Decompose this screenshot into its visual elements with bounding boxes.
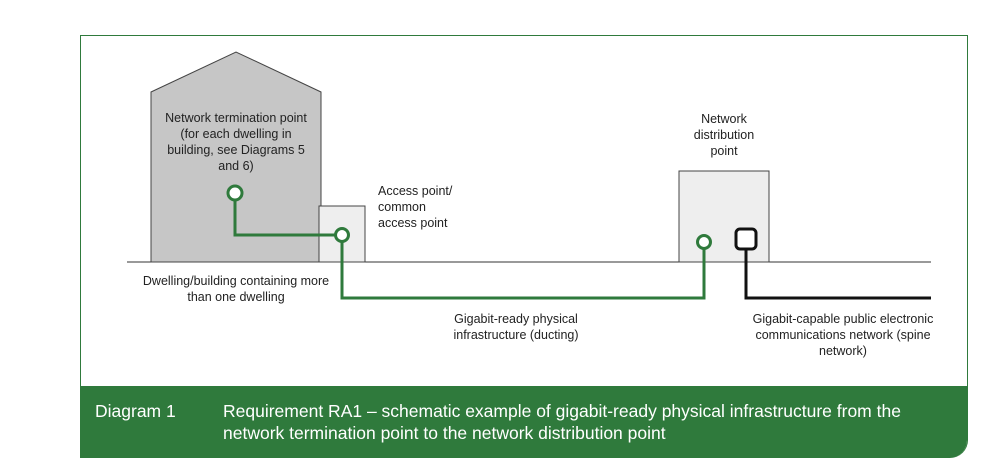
spine-network-line <box>744 249 931 300</box>
infrastructure-label: Gigabit-ready physical infrastructure (d… <box>453 312 579 342</box>
ndp-ducting-node <box>696 234 712 250</box>
access-point-label: Access point/ common access point <box>378 184 453 230</box>
spine-connection-node <box>734 227 758 251</box>
ndp-label: Network distribution point <box>693 112 755 158</box>
caption-text: Requirement RA1 – schematic example of g… <box>223 401 901 443</box>
ducting-route-internal <box>233 200 337 237</box>
ducting-route-external <box>340 240 706 300</box>
ntp-label: Network termination point (for each dwel… <box>165 111 307 173</box>
access-point-node <box>334 227 350 243</box>
caption-number: Diagram 1 <box>95 401 176 421</box>
dwelling-label: Dwelling/building containing more than o… <box>142 274 330 304</box>
ntp-node <box>226 184 244 202</box>
schematic-drawing <box>127 51 931 300</box>
public-network-label: Gigabit-capable public electronic commun… <box>752 312 934 358</box>
diagram-frame: Network termination point (for each dwel… <box>80 35 968 458</box>
caption-bar: Diagram 1 Requirement RA1 – schematic ex… <box>81 386 967 458</box>
dwelling-building <box>150 51 322 263</box>
